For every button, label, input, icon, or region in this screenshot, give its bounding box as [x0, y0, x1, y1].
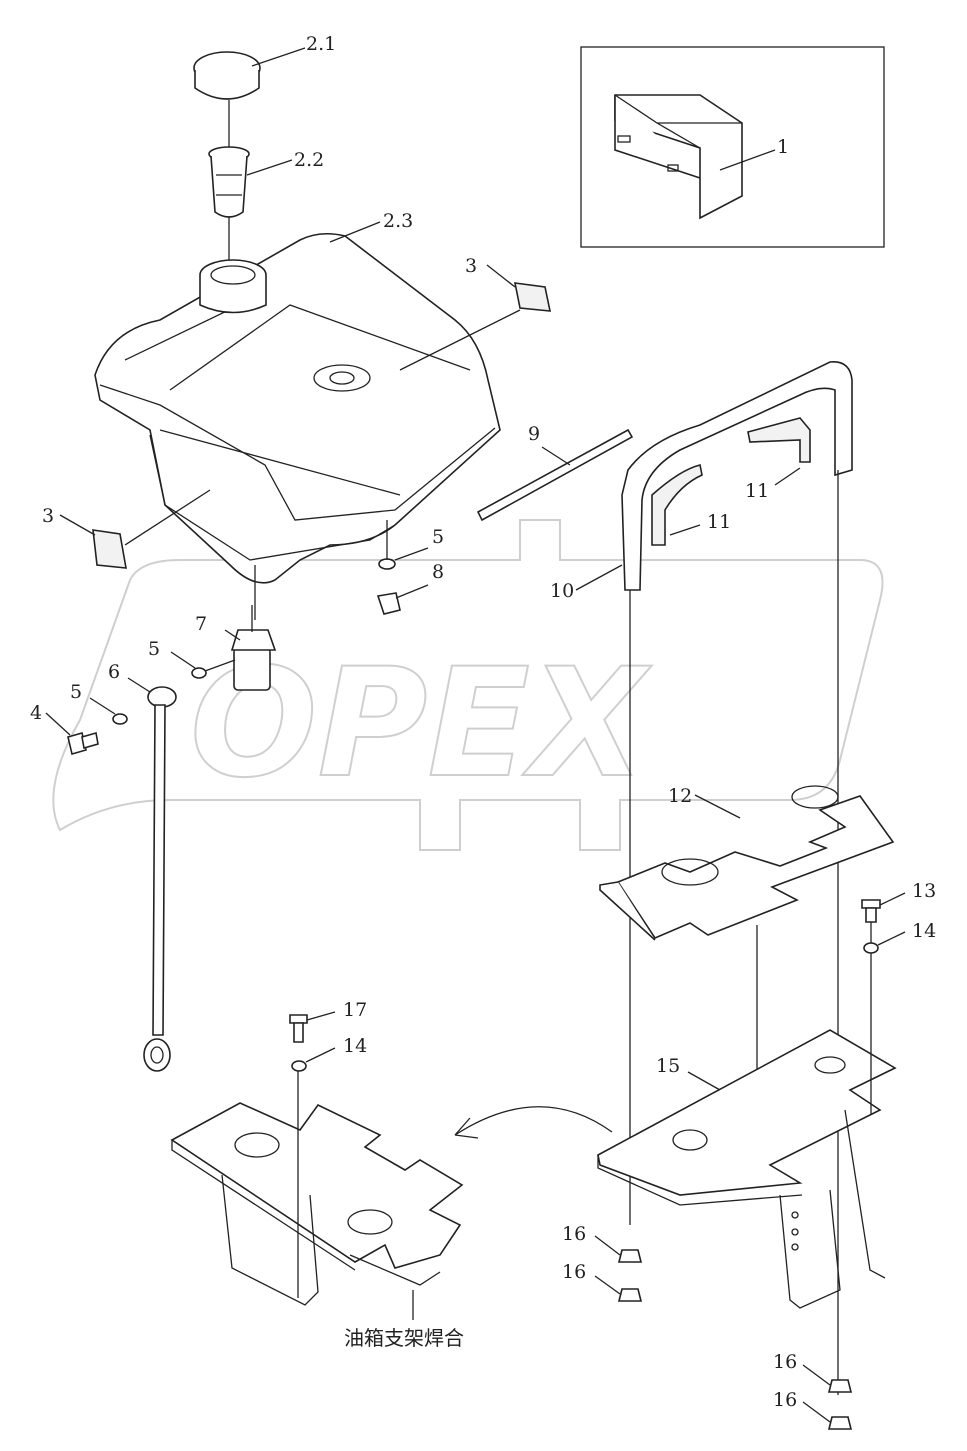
- washer-banjo: [89, 697, 128, 725]
- callout-16-a: 16: [562, 1223, 586, 1245]
- fuel-tank: [94, 221, 521, 620]
- callout-11-upper: 11: [745, 480, 769, 502]
- washer-drain: [378, 520, 429, 570]
- nut-16-c: [802, 1364, 853, 1393]
- callout-3-lower: 3: [42, 505, 54, 527]
- opex-watermark: OPEX: [52, 519, 884, 851]
- nut-16-b: [594, 1275, 643, 1302]
- welded-bracket-left: [170, 1070, 464, 1320]
- bracket-pad-upper: [747, 417, 811, 486]
- nut-16-d: [802, 1401, 853, 1430]
- callout-3-upper: 3: [465, 255, 477, 277]
- callout-15: 15: [656, 1055, 680, 1077]
- callout-5-banjo: 5: [70, 681, 82, 703]
- washer-14-left: [291, 1047, 336, 1072]
- callout-16-c: 16: [773, 1351, 797, 1373]
- filler-cap: [193, 47, 306, 100]
- rubber-pad-lower: [59, 489, 211, 569]
- strip-9: [476, 428, 634, 522]
- bolt-13: [861, 892, 906, 1115]
- callout-1: 1: [777, 136, 789, 158]
- callout-5-drain: 5: [432, 526, 444, 548]
- callout-5-filter: 5: [148, 638, 160, 660]
- callout-14-left: 14: [343, 1035, 367, 1057]
- callout-6: 6: [108, 661, 120, 683]
- callout-16-d: 16: [773, 1389, 797, 1411]
- washer-filter: [170, 651, 236, 679]
- callout-13: 13: [912, 880, 936, 902]
- callout-4: 4: [30, 702, 42, 724]
- callout-11-lower: 11: [707, 511, 731, 533]
- callout-2-1: 2.1: [306, 33, 336, 55]
- callout-17: 17: [343, 999, 367, 1021]
- callout-9: 9: [528, 423, 540, 445]
- banjo-bolt: [45, 712, 99, 755]
- washer-14-right: [863, 931, 906, 954]
- inset-box-part-1: [580, 46, 885, 248]
- bracket-pad-lower: [651, 464, 703, 546]
- bolt-17: [289, 1011, 336, 1043]
- welded-bracket-caption: 油箱支架焊合: [344, 1326, 464, 1350]
- filler-strainer: [208, 146, 293, 218]
- callout-2-3: 2.3: [383, 210, 413, 232]
- nut-16-a: [594, 1235, 643, 1263]
- drain-plug: [376, 584, 429, 615]
- callout-14-right: 14: [912, 920, 936, 942]
- fuel-hose: [127, 677, 177, 1072]
- callout-8: 8: [432, 561, 444, 583]
- reference-arrow: [454, 1106, 613, 1139]
- callout-2-2: 2.2: [294, 149, 324, 171]
- mounting-plate: [599, 785, 895, 1100]
- callout-10: 10: [550, 580, 574, 602]
- callout-7: 7: [195, 613, 207, 635]
- rubber-pad-upper: [486, 264, 552, 312]
- welded-bracket-right: [597, 1029, 897, 1309]
- callout-12: 12: [668, 785, 692, 807]
- callout-labels: 1 2.1 2.2 2.3 3 3 4 5 5 5 6 7 8 9 10 11 …: [30, 33, 936, 1411]
- tank-strap-bracket: [575, 361, 853, 1395]
- fuel-filter: [224, 605, 277, 691]
- callout-16-b: 16: [562, 1261, 586, 1283]
